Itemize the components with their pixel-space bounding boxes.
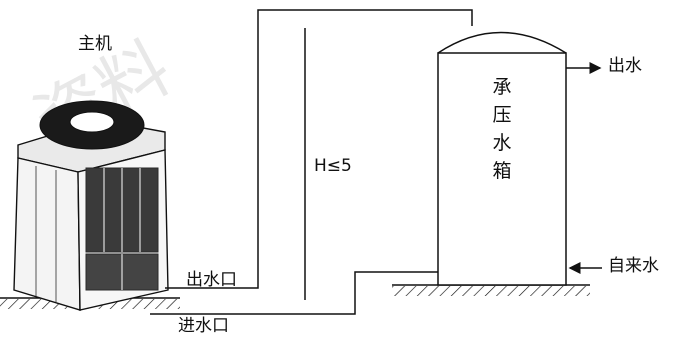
unit-outlet-label: 出水口 [186,270,237,290]
tap-water-label: 自来水 [608,256,659,276]
host-label: 主机 [78,34,112,54]
pipes [150,9,473,315]
ground-hatch-tank [392,284,590,296]
tank-char-1: 承 [492,76,512,98]
tank-char-2: 压 [492,104,512,126]
height-note: H≤5 [314,156,352,176]
unit-inlet-label: 进水口 [178,316,229,336]
tank-char-3: 水 [492,132,512,154]
tank-char-4: 箱 [492,160,512,182]
heat-pump-unit [13,100,169,311]
pressure-tank [437,31,567,286]
outlet-top-label: 出水 [608,56,642,76]
